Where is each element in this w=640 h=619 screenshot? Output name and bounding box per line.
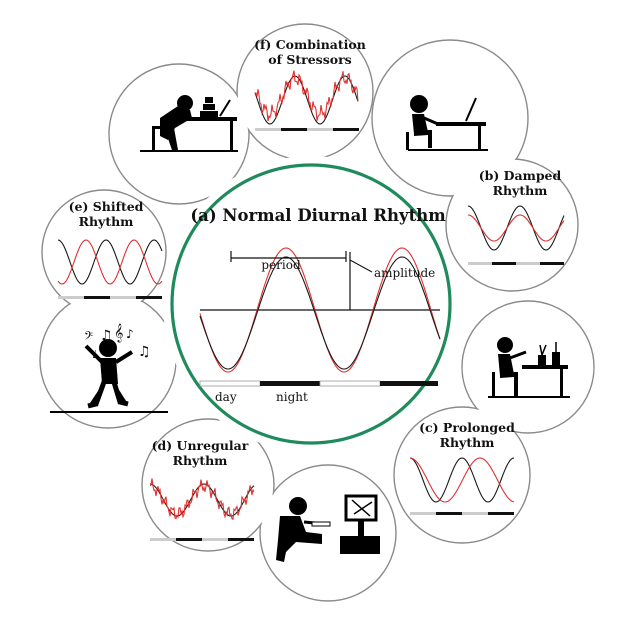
center-panel: (a) Normal Diurnal Rhythm period amplitu… <box>172 165 450 443</box>
music-note-icon: ♫ <box>138 344 151 360</box>
night-label: night <box>276 390 308 404</box>
panel-b-title-line2: Rhythm <box>493 183 548 198</box>
panel-b-day-night-bar <box>468 262 564 265</box>
panel-d-title-line1: (d) Unregular <box>152 438 249 453</box>
music-note-icon: ♪ <box>126 327 134 341</box>
day-label: day <box>215 390 237 404</box>
amplitude-label: amplitude <box>374 266 435 280</box>
panel-e-day-night-bar <box>58 296 162 299</box>
panel-d-title-line2: Rhythm <box>173 453 228 468</box>
panel-f-day-night-bar <box>255 128 359 131</box>
panel-d-day-night-bar <box>150 538 254 541</box>
treble-clef-icon: 𝄞 <box>114 323 123 343</box>
music-note-icon: ♫ <box>100 328 113 344</box>
period-label: period <box>261 258 301 272</box>
panel-c-title-line2: Rhythm <box>440 435 495 450</box>
center-title: (a) Normal Diurnal Rhythm <box>190 206 446 225</box>
music-note-icon: ♩ <box>92 348 97 361</box>
panel-b-title-line1: (b) Damped <box>479 168 562 183</box>
panel-e-title-line1: (e) Shifted <box>69 199 144 214</box>
day-night-bar <box>200 381 438 386</box>
panel-f-title-line2: of Stressors <box>268 52 351 67</box>
panel-e-title-line2: Rhythm <box>79 214 134 229</box>
panel-c-day-night-bar <box>410 512 514 515</box>
bass-clef-icon: 𝄢 <box>84 330 93 346</box>
panel-c-title-line1: (c) Prolonged <box>419 420 515 435</box>
panel-f-title-line1: (f) Combination <box>254 37 366 52</box>
